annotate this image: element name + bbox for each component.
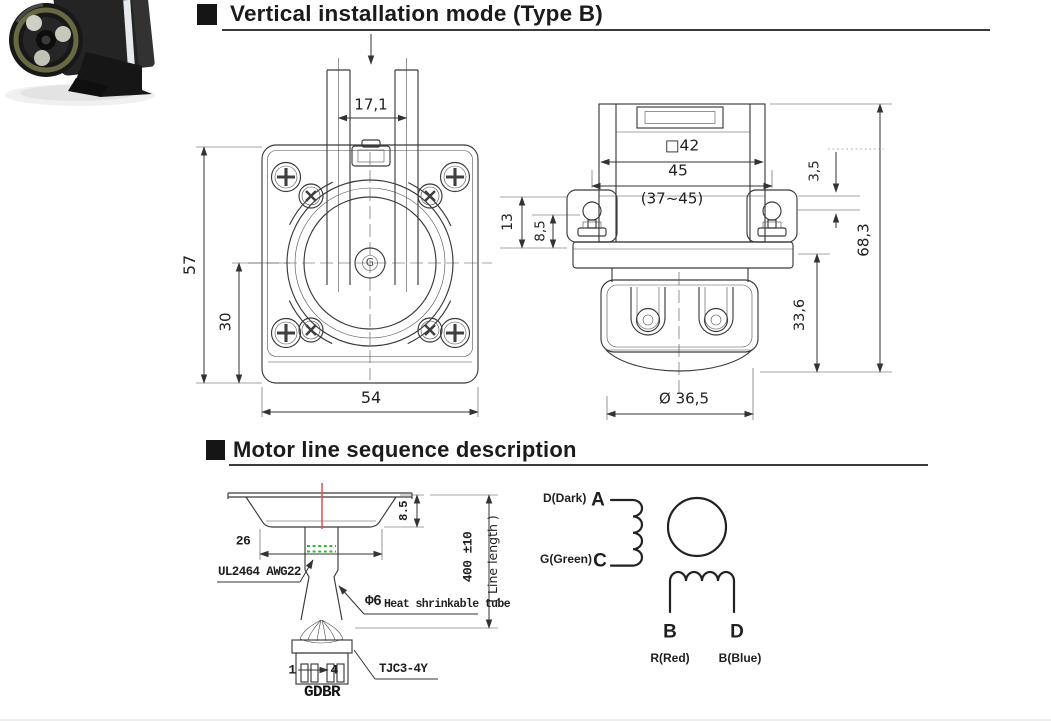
wire-c-color: G(Green) (540, 552, 593, 566)
label-pin-last: 4 (330, 662, 338, 678)
dim-line-length-note: ( Line length ) (484, 515, 500, 603)
hub-center-mark: G (365, 256, 375, 269)
terminal-b: B (663, 621, 677, 643)
dim-line-length: 400 ±10 (460, 531, 476, 583)
section-bullet-icon (206, 440, 225, 460)
section-bullet-icon (197, 4, 217, 25)
side-view-drawing (500, 103, 892, 420)
label-wire-spec: UL2464 AWG22 (218, 565, 301, 579)
dim-total-height: 68,3 (854, 223, 873, 257)
label-connector-model: TJC3-4Y (379, 662, 428, 676)
wire-a-color: D(Dark) (543, 491, 587, 505)
product-photo-art (5, 0, 155, 106)
dim-center-to-base: 30 (216, 312, 235, 332)
dim-square-size: □42 (664, 136, 700, 155)
terminal-d: D (730, 621, 744, 643)
dim-head-height: 33,6 (791, 298, 808, 332)
front-view-drawing (196, 34, 492, 417)
dim-tube-pitch: 17,1 (354, 95, 388, 114)
terminal-a: A (591, 489, 605, 511)
label-plug-model: GDBR (303, 683, 341, 701)
cable-drawing (217, 483, 498, 685)
section-underline (229, 463, 928, 467)
wiring-diagram-art (609, 496, 736, 614)
label-pin-first: 1 (288, 662, 296, 678)
dim-mount-span: 45 (668, 161, 688, 180)
dim-mount-range: (37~45) (640, 189, 704, 208)
wire-b-color: R(Red) (650, 651, 690, 665)
section-underline (222, 28, 990, 32)
label-tube-name: Heat shrinkable tube (384, 598, 511, 611)
dim-ear-offset: 3,5 (806, 160, 823, 182)
section-title-vertical-mode: Vertical installation mode (Type B) (230, 1, 603, 26)
dim-flange-depth: 13 (500, 213, 516, 231)
label-tube-dia: Φ6 (365, 594, 382, 610)
wire-d-color: B(Blue) (718, 651, 762, 665)
section-title-motor-line: Motor line sequence description (233, 437, 577, 462)
dim-pan-depth: 8.5 (397, 501, 411, 521)
dim-height: 57 (180, 254, 199, 276)
terminal-c: C (593, 550, 607, 572)
dim-head-diameter: Ø 36,5 (659, 389, 709, 408)
dim-pan-width: 26 (235, 533, 251, 549)
dim-slot-depth: 8,5 (532, 220, 549, 242)
dim-width: 54 (360, 388, 382, 407)
